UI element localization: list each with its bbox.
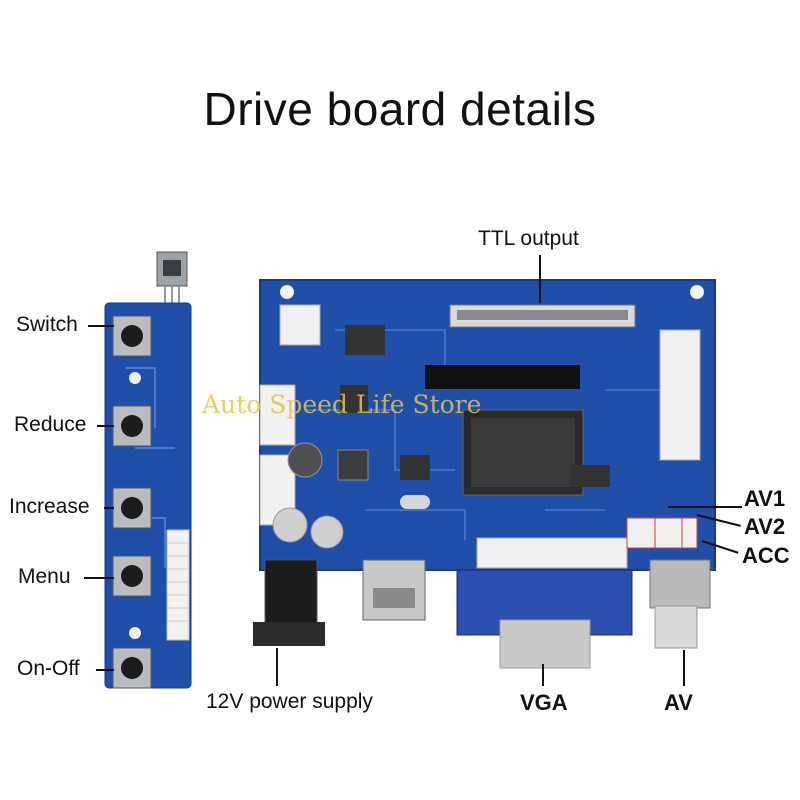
on-off-button [112,647,152,689]
switch-leader-line [88,325,114,327]
reduce-button [112,405,152,447]
reduce-leader-line [97,425,114,427]
ttl-leader-line [539,255,541,303]
increase-button [112,487,152,529]
dc-power-jack [264,559,318,631]
vga-leader-line [542,664,544,686]
power-supply-label: 12V power supply [206,690,373,713]
av-leader-line [683,650,685,686]
menu-leader-line [84,577,114,579]
acc-label: ACC [742,543,790,568]
page-title: Drive board details [203,83,597,135]
on-off-leader-line [96,669,114,671]
keypad-connector [166,529,190,641]
av1-label: AV1 [744,486,786,511]
menu-label: Menu [18,565,71,588]
store-watermark: Auto Speed Life Store [202,390,482,419]
av2-label: AV2 [744,514,786,539]
vga-label: VGA [520,690,568,715]
av-rca-jack [649,559,711,609]
menu-button [112,555,152,597]
av1-leader-line [668,506,742,508]
reduce-label: Reduce [14,413,87,436]
on-off-label: On-Off [17,657,80,680]
av-label: AV [664,690,693,715]
ttl-output-label: TTL output [478,227,579,250]
drive-board-image [253,279,716,669]
increase-leader-line [104,507,114,509]
keypad-board-image [104,251,192,689]
switch-button [112,315,152,357]
pin-header [425,365,580,389]
switch-label: Switch [16,313,78,336]
increase-label: Increase [9,495,90,518]
power-leader-line [276,648,278,686]
